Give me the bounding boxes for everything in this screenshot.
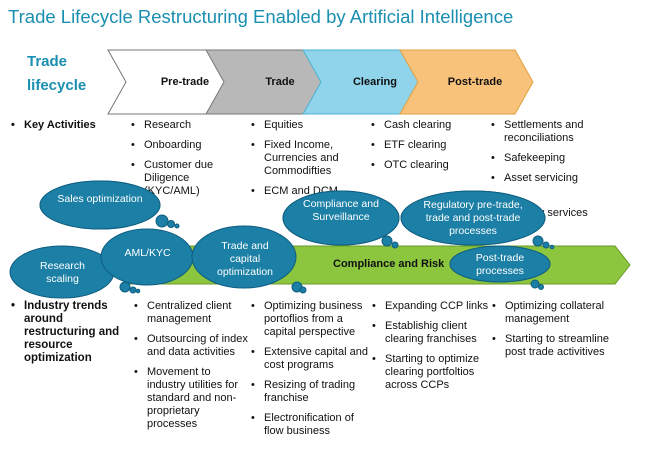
- cloud-label-compliance-surveillance: Compliance and Surveillance: [303, 198, 379, 223]
- list-item: ECM and DCM: [250, 185, 355, 198]
- list-item: Optimizing business portoflios from a ca…: [250, 300, 368, 339]
- trade-lifecycle-label: Trade lifecycle: [27, 53, 87, 94]
- list-item: Establishig client clearing franchises: [371, 320, 489, 346]
- stage-label-trade: Trade: [265, 76, 295, 88]
- list-item: Onboarding: [130, 139, 245, 152]
- cloud-trade-capital-optimization: [191, 225, 297, 289]
- industry-trends-heading: Industry trends around restructuring and…: [10, 300, 120, 365]
- list-item: Starting to optimize clearing portfoltio…: [371, 353, 489, 392]
- cloud-label-aml-kyc: AML/KYC: [124, 247, 171, 259]
- industry-trends-trade: Optimizing business portoflios from a ca…: [250, 300, 368, 445]
- list-item: Electronification of flow business: [250, 412, 368, 438]
- list-item: Customer due Diligence (KYC/AML): [130, 159, 245, 198]
- key-activities-pre-trade: Research Onboarding Customer due Diligen…: [130, 119, 245, 205]
- industry-trends-clearing: Expanding CCP links Establishig client c…: [371, 300, 489, 399]
- stage-label-post-trade: Post-trade: [447, 76, 503, 88]
- stage-label-clearing: Clearing: [352, 76, 397, 88]
- key-activities-clearing: Cash clearing ETF clearing OTC clearing: [370, 119, 480, 179]
- key-activities-heading: Key Activities: [10, 119, 120, 132]
- list-item: Optimizing collateral management: [491, 300, 621, 326]
- list-item: Extensive capital and cost programs: [250, 346, 368, 372]
- list-item: OTC clearing: [370, 159, 480, 172]
- key-activities-trade: Equities Fixed Income, Currencies and Co…: [250, 119, 355, 205]
- industry-trends-heading-list: Industry trends around restructuring and…: [10, 300, 120, 372]
- list-item: Research: [130, 119, 245, 132]
- stage-label-pre-trade: Pre-trade: [160, 76, 210, 88]
- industry-trends-post-trade: Optimizing collateral management Startin…: [491, 300, 621, 366]
- stage-chevron-post-trade: [399, 49, 534, 115]
- list-item: Outsourcing of index and data activities: [133, 333, 251, 359]
- industry-trends-pre-trade: Centralized client management Outsourcin…: [133, 300, 251, 438]
- cloud-label-sales-optimization: Sales optimization: [57, 193, 143, 205]
- page-title: Trade Lifecycle Restructuring Enabled by…: [8, 6, 514, 27]
- list-item: Resizing of trading franchise: [250, 379, 368, 405]
- list-item: Equities: [250, 119, 355, 132]
- cloud-label-post-trade-processes: Post-trade processes: [475, 252, 525, 277]
- list-item: Cash clearing: [370, 119, 480, 132]
- key-activities-heading-list: Key Activities: [10, 119, 120, 139]
- list-item: Expanding CCP links: [371, 300, 489, 313]
- cloud-label-trade-capital: Trade and capital optimization: [216, 240, 274, 278]
- list-item: Fixed Income, Currencies and Commodiftie…: [250, 139, 355, 178]
- list-item: Movement to industry utilities for stand…: [133, 366, 251, 431]
- list-item: Asset servicing: [490, 172, 620, 185]
- list-item: ETF clearing: [370, 139, 480, 152]
- compliance-risk-label: Compliance and Risk: [333, 258, 445, 270]
- cloud-label-regulatory: Regulatory pre-trade, trade and post-tra…: [423, 199, 523, 237]
- list-item: Safekeeping: [490, 152, 620, 165]
- list-item: Centralized client management: [133, 300, 251, 326]
- cloud-label-research-scaling: Research scaling: [40, 260, 85, 285]
- list-item: Settlements and reconciliations: [490, 119, 620, 145]
- list-item: Starting to streamline post trade activi…: [491, 333, 621, 359]
- cloud-post-trade-processes: [449, 245, 551, 283]
